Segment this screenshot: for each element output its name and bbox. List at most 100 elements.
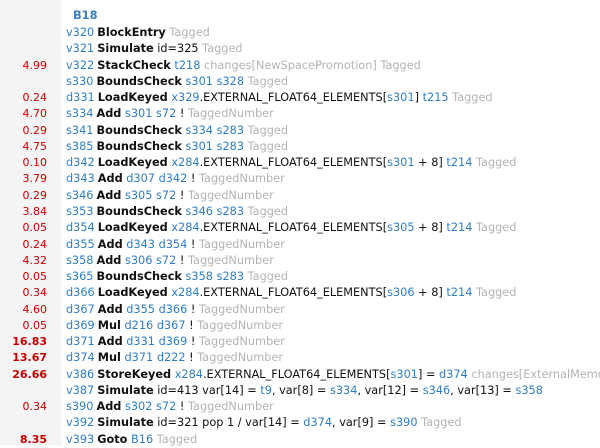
instruction-id[interactable]: d366 (66, 286, 95, 300)
operand-ref[interactable]: t218 (174, 58, 201, 72)
operand-ref[interactable]: d374 (303, 416, 333, 430)
instruction-id[interactable]: d343 (66, 172, 95, 186)
operand-ref[interactable]: x284 (171, 286, 200, 300)
operand-ref[interactable]: s301 (387, 156, 415, 170)
instruction-id[interactable]: d371 (66, 335, 95, 349)
instruction-id[interactable]: v322 (66, 58, 95, 72)
instruction-id[interactable]: s330 (66, 74, 94, 88)
instruction-id[interactable]: v320 (66, 26, 95, 39)
instruction-id[interactable]: v393 (66, 432, 95, 446)
operand-ref[interactable]: s301 (185, 139, 213, 153)
operand-ref[interactable]: s302 (124, 400, 153, 414)
operand-ref[interactable]: d342 (158, 172, 188, 186)
operand-ref[interactable]: x284 (171, 156, 200, 170)
operand-ref[interactable]: d222 (156, 351, 186, 365)
operand-ref[interactable]: t9 (260, 383, 272, 397)
instruction-id[interactable]: s353 (66, 204, 94, 218)
operand-ref[interactable]: d354 (158, 237, 188, 251)
operand-ref[interactable]: s305 (124, 188, 153, 202)
operand-ref[interactable]: d343 (126, 237, 155, 251)
operand-ref[interactable]: t214 (446, 221, 473, 235)
instruction-id[interactable]: s365 (66, 270, 94, 284)
operand-ref[interactable]: d374 (439, 367, 468, 381)
operand-ref[interactable]: d366 (158, 302, 188, 316)
operand-ref[interactable]: d369 (158, 335, 188, 349)
operand-ref[interactable]: s306 (124, 253, 153, 267)
operand-ref[interactable]: s301 (387, 91, 415, 105)
operand-ref[interactable]: s283 (216, 204, 245, 218)
operand-ref[interactable]: s358 (185, 270, 213, 284)
operand-ref[interactable]: s306 (387, 286, 415, 300)
operand-ref[interactable]: s72 (156, 107, 177, 121)
operand-ref[interactable]: s301 (185, 74, 213, 88)
instruction-id[interactable]: d354 (66, 221, 95, 235)
operand-ref[interactable]: d331 (126, 335, 155, 349)
instruction-id[interactable]: d331 (66, 91, 95, 105)
operand-ref[interactable]: d355 (126, 302, 155, 316)
instruction-id[interactable]: v392 (66, 416, 95, 430)
operand-ref[interactable]: d371 (124, 351, 154, 365)
operand-ref[interactable]: s72 (156, 188, 177, 202)
instruction-id[interactable]: s346 (66, 188, 94, 202)
operand-ref[interactable]: s346 (185, 204, 213, 218)
operand-ref[interactable]: s283 (216, 270, 245, 284)
instruction-id[interactable]: s341 (66, 123, 94, 137)
operand-ref[interactable]: t214 (446, 286, 473, 300)
operand-ref[interactable]: s358 (515, 383, 543, 397)
operand-ref[interactable]: d367 (156, 318, 186, 332)
operand-ref[interactable]: s328 (216, 74, 245, 88)
operand-ref[interactable]: s334 (185, 123, 213, 137)
instruction-id[interactable]: s390 (66, 400, 94, 414)
operand-ref[interactable]: s72 (156, 253, 177, 267)
operand-ref[interactable]: d216 (124, 318, 154, 332)
operand-ref[interactable]: s72 (156, 400, 177, 414)
operand-ref[interactable]: s283 (216, 139, 245, 153)
instruction-id[interactable]: d374 (66, 351, 95, 365)
operand-ref[interactable]: s283 (216, 123, 245, 137)
instruction-id[interactable]: d355 (66, 237, 95, 251)
instruction-id[interactable]: s358 (66, 253, 94, 267)
operand-ref[interactable]: x284 (174, 367, 203, 381)
instruction-id[interactable]: s334 (66, 107, 94, 121)
operand-ref[interactable]: t214 (446, 156, 473, 170)
operand-ref[interactable]: t215 (422, 91, 449, 105)
instruction-id[interactable]: d342 (66, 156, 95, 170)
operand-ref[interactable]: B16 (131, 432, 154, 446)
operand-ref[interactable]: s334 (329, 383, 358, 397)
instruction-id[interactable]: s385 (66, 139, 94, 153)
instruction-id[interactable]: d367 (66, 302, 95, 316)
instruction-id[interactable]: d369 (66, 318, 95, 332)
operand-ref[interactable]: s301 (124, 107, 153, 121)
operand-ref[interactable]: s301 (390, 367, 418, 381)
operand-ref[interactable]: x284 (171, 221, 200, 235)
operand-ref[interactable]: x329 (171, 91, 200, 105)
operand-ref[interactable]: s305 (387, 221, 415, 235)
instruction-id[interactable]: v386 (66, 367, 95, 381)
operand-ref[interactable]: s346 (422, 383, 451, 397)
